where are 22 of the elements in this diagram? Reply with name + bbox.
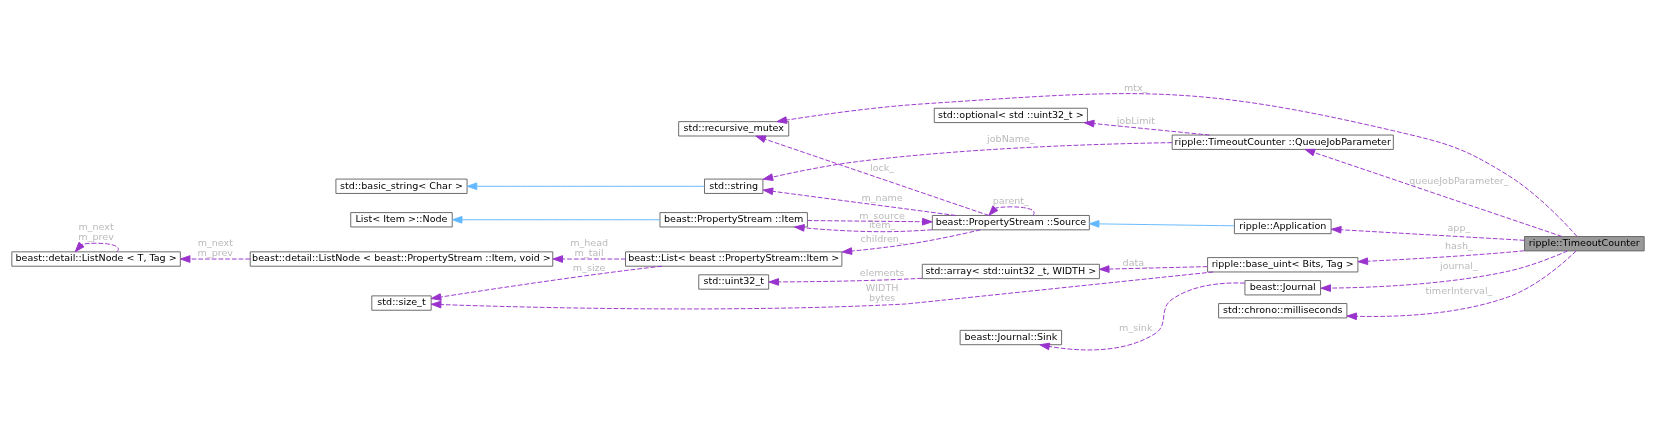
edge-label: journal_ [1440, 259, 1478, 271]
edge-label: queueJobParameter_ [1409, 175, 1509, 187]
edge-label: m_head m_tail [570, 236, 609, 259]
edge-label: m_next m_prev [78, 220, 114, 243]
edge-label: parent_ [992, 194, 1029, 206]
edge-label: data_ [1122, 256, 1149, 268]
edge-label: app_ [1447, 222, 1471, 234]
edge-label: lock_ [870, 161, 895, 173]
edge-label: m_source [859, 209, 906, 221]
edge-label: mtx_ [1124, 82, 1148, 94]
edge-label: elements [859, 267, 905, 279]
edge-label: WIDTH bytes [865, 281, 899, 304]
edge-label: m_sink [1119, 321, 1153, 333]
edge-label: m_name [861, 191, 903, 203]
edge-label: hash_ [1445, 240, 1473, 252]
edge-label: m_size [572, 261, 606, 273]
edge-label: item_ [868, 219, 896, 231]
edge-label: children_ [860, 232, 904, 244]
edge-label: timerInterval_ [1425, 285, 1493, 297]
edge-label: jobName_ [987, 133, 1035, 145]
edge-label: m_next m_prev [197, 236, 233, 259]
edge-label: jobLimit [1116, 115, 1155, 127]
